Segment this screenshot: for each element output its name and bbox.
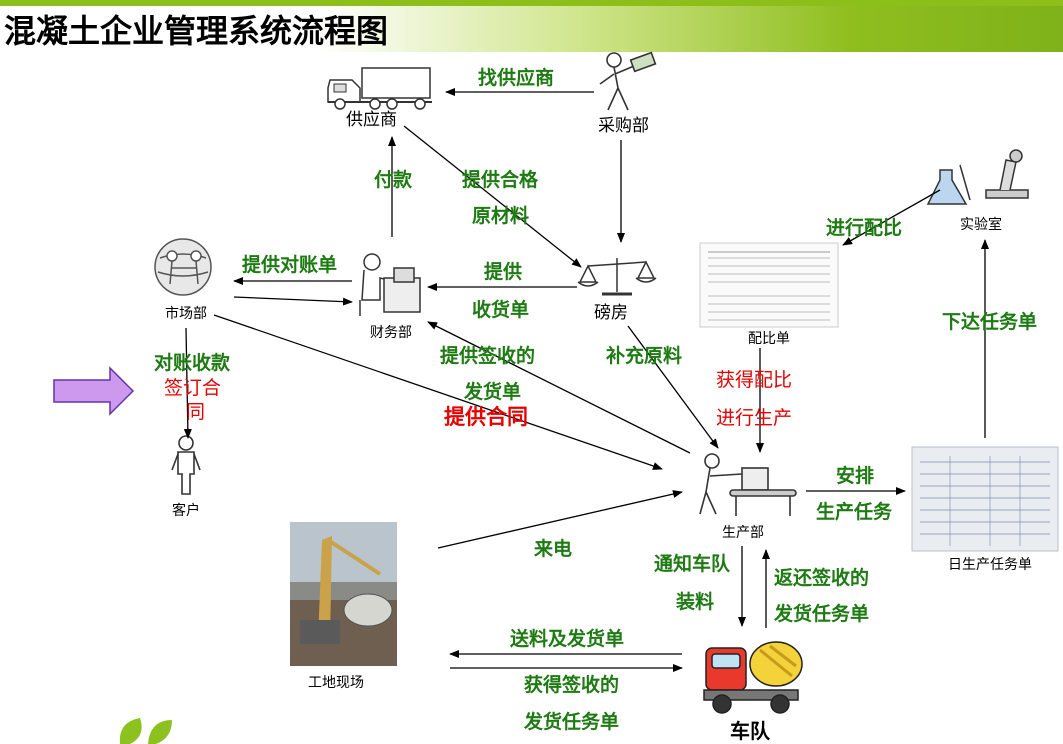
- edge-market-customer: [183, 327, 192, 439]
- label-provide-contract: 提供合同: [444, 405, 528, 429]
- label-notify-fleet-1: 通知车队: [654, 552, 731, 575]
- node-lab: 实验室: [960, 216, 1002, 233]
- node-purchasing: 采购部: [598, 116, 649, 136]
- edge-contract: [213, 314, 663, 470]
- label-do-mix: 进行配比: [826, 216, 902, 239]
- edge-replenish: [627, 325, 719, 449]
- label-arrange-1: 安排: [836, 464, 874, 487]
- node-market: 市场部: [165, 305, 207, 322]
- node-site: 工地现场: [308, 675, 364, 691]
- globe-people-icon: [154, 238, 212, 296]
- edge-supplier-weighing: [403, 125, 582, 268]
- header-bar: [0, 0, 1063, 52]
- label-provide-receipt-2: 收货单: [472, 298, 529, 321]
- label-get-mix-2: 进行生产: [716, 407, 792, 429]
- node-daily-task: 日生产任务单: [948, 557, 1032, 573]
- label-reconcile: 对账收款: [154, 351, 231, 374]
- label-arrange-2: 生产任务: [816, 500, 893, 523]
- mix-sheet-document-icon: [699, 242, 839, 328]
- label-issue-task: 下达任务单: [942, 310, 1037, 333]
- page-title: 混凝土企业管理系统流程图: [4, 12, 389, 50]
- production-worker-icon: [699, 453, 797, 516]
- finance-person-icon: [359, 253, 421, 316]
- label-supply-qualified-2: 原材料: [472, 204, 529, 227]
- truck-icon: [327, 67, 432, 110]
- label-get-signed-2: 发货任务单: [523, 710, 619, 733]
- node-finance: 财务部: [370, 325, 412, 341]
- edge-market-finance: [233, 296, 353, 306]
- label-provide-receipt-1: 提供: [484, 260, 522, 283]
- label-pay: 付款: [374, 168, 413, 191]
- label-get-mix-1: 获得配比: [716, 369, 792, 391]
- label-call: 来电: [534, 537, 572, 560]
- edge-do-mix: [842, 189, 941, 246]
- edge-call: [437, 490, 683, 549]
- label-notify-fleet-2: 装料: [675, 590, 714, 613]
- label-find-supplier: 找供应商: [478, 66, 554, 89]
- label-get-signed-1: 获得签收的: [524, 673, 619, 696]
- customer-person-icon: [171, 435, 201, 495]
- purchaser-person-icon: [599, 51, 657, 111]
- label-replenish: 补充原料: [606, 344, 682, 367]
- pointer-arrow-icon: [53, 366, 135, 416]
- node-customer: 客户: [172, 502, 200, 519]
- label-supply-qualified-1: 提供合格: [462, 168, 539, 191]
- node-fleet: 车队: [730, 719, 771, 743]
- mixer-truck-icon: [703, 641, 803, 714]
- task-sheet-document-icon: [911, 446, 1059, 552]
- label-sign-contract-1: 签订合: [164, 377, 221, 399]
- label-provide-signed-1: 提供签收的: [440, 344, 535, 367]
- leaf-logo-icon: [119, 718, 172, 744]
- node-mix-sheet: 配比单: [748, 331, 790, 347]
- label-provide-signed-2: 发货单: [463, 380, 521, 403]
- node-production: 生产部: [722, 525, 764, 541]
- label-return-signed-2: 发货任务单: [773, 602, 869, 625]
- scale-icon: [577, 258, 657, 296]
- header-stripe: [0, 0, 1063, 6]
- label-provide-statement: 提供对账单: [242, 253, 337, 276]
- lab-equipment-icon: [926, 149, 1029, 205]
- edge-signed-delivery: [427, 321, 691, 454]
- node-weighing: 磅房: [594, 303, 628, 323]
- label-sign-contract-2: 同: [186, 401, 205, 423]
- label-deliver: 送料及发货单: [510, 627, 624, 650]
- node-supplier: 供应商: [346, 110, 397, 130]
- construction-site-photo: [290, 522, 397, 666]
- label-return-signed-1: 返还签收的: [774, 566, 869, 589]
